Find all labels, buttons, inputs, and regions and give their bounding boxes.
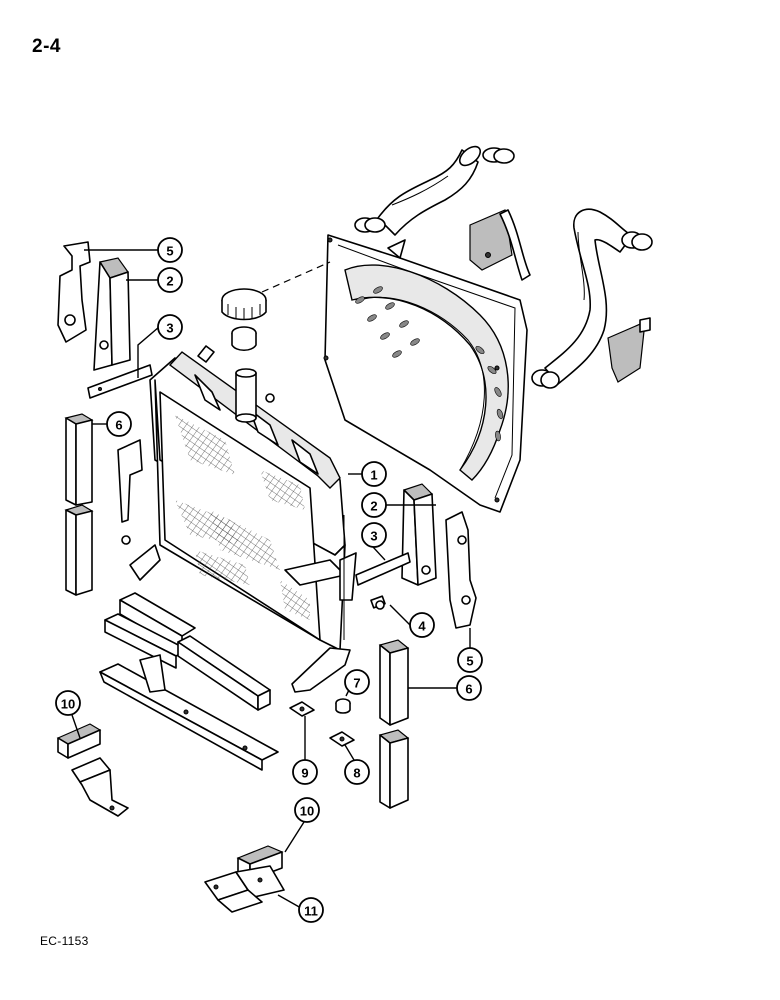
- callout-10-bottom: 10: [294, 797, 320, 823]
- svg-text:5: 5: [466, 654, 473, 669]
- svg-text:1: 1: [370, 468, 377, 483]
- callout-5-right: 5: [457, 647, 483, 673]
- lower-hose: [531, 208, 653, 389]
- svg-text:9: 9: [301, 766, 308, 781]
- svg-text:3: 3: [166, 321, 173, 336]
- lower-seal-bracket: [607, 317, 651, 383]
- callout-6-left: 6: [106, 411, 132, 437]
- svg-text:10: 10: [300, 804, 314, 819]
- callout-4: 4: [409, 612, 435, 638]
- upper-hose: [354, 145, 515, 236]
- svg-text:10: 10: [61, 697, 75, 712]
- right-bracket-5: [445, 511, 477, 629]
- svg-text:8: 8: [353, 766, 360, 781]
- callout-5-top-left: 5: [157, 237, 183, 263]
- upper-seal-bracket: [469, 209, 531, 281]
- right-pad-2: [401, 483, 437, 586]
- radiator-cap: [221, 288, 267, 352]
- svg-text:2: 2: [166, 274, 173, 289]
- svg-text:6: 6: [115, 418, 122, 433]
- left-bottom-pad-10: [56, 723, 129, 817]
- callout-11: 11: [298, 897, 324, 923]
- callout-7: 7: [344, 669, 370, 695]
- left-bracket-5: [57, 241, 91, 343]
- left-pad-2: [93, 257, 131, 371]
- bolt-4: [370, 595, 386, 610]
- cap-alignment-line: [261, 261, 331, 293]
- svg-text:2: 2: [370, 499, 377, 514]
- fan-shroud: [323, 234, 528, 513]
- callout-10-left: 10: [55, 690, 81, 716]
- page-number: 2-4: [32, 36, 61, 57]
- callout-2-right: 2: [361, 492, 387, 518]
- svg-text:5: 5: [166, 244, 173, 259]
- callout-2-top-left: 2: [157, 267, 183, 293]
- svg-text:6: 6: [465, 682, 472, 697]
- right-foam-pad-6: [378, 639, 410, 809]
- radiator: [117, 345, 357, 693]
- square-washer-9: [289, 701, 315, 717]
- left-foam-pad-6: [64, 413, 94, 596]
- svg-text:7: 7: [353, 676, 360, 691]
- svg-text:4: 4: [418, 619, 426, 634]
- callout-3-right: 3: [361, 522, 387, 548]
- callout-3-left: 3: [157, 314, 183, 340]
- callout-9: 9: [292, 759, 318, 785]
- figure-code: EC-1153: [40, 934, 89, 948]
- svg-text:3: 3: [370, 529, 377, 544]
- callout-6-right: 6: [456, 675, 482, 701]
- lower-foam-strips: [104, 592, 271, 711]
- left-strip-3: [87, 364, 153, 399]
- svg-text:11: 11: [304, 904, 318, 919]
- callout-8: 8: [344, 759, 370, 785]
- square-washer-8: [329, 731, 355, 747]
- nut-7: [335, 698, 351, 714]
- callout-1: 1: [361, 461, 387, 487]
- right-strip-3: [355, 552, 411, 586]
- lower-angle-bracket: [99, 654, 279, 771]
- bottom-bracket-11: [204, 865, 285, 913]
